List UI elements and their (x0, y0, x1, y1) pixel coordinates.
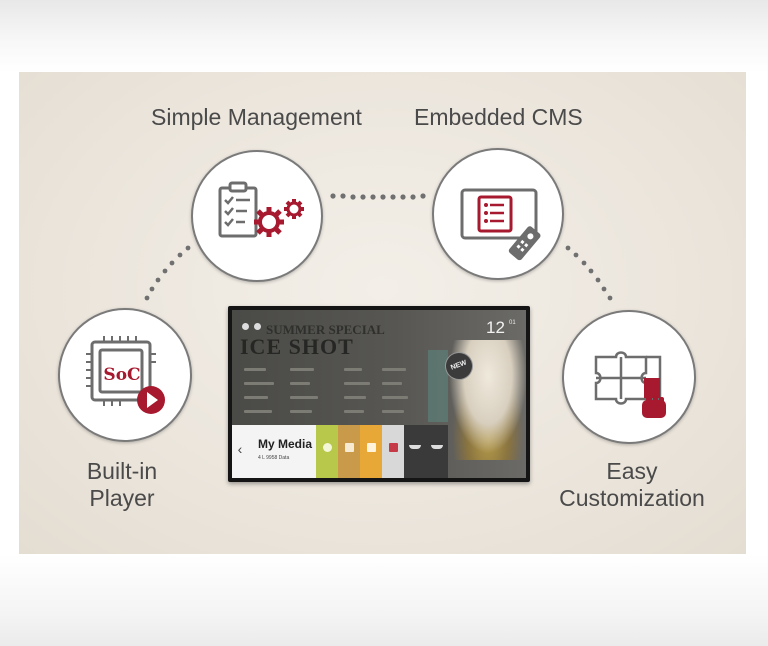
easy-customization-label-line1: Easy (606, 458, 658, 484)
screen-clock-minutes: 01 (509, 320, 516, 326)
input-icon (409, 445, 421, 449)
built-in-player-circle: SoC (58, 308, 192, 442)
back-button[interactable]: ‹ (237, 441, 243, 457)
embedded-cms-circle (432, 148, 564, 280)
promo-title: ICE SHOT (240, 334, 354, 359)
launcher-card-app[interactable] (360, 425, 382, 478)
built-in-player-label: Built-in Player (72, 458, 172, 512)
built-in-player-label-line1: Built-in (86, 458, 158, 484)
app-icon (323, 443, 332, 452)
launcher-bar: ‹ My Media 4 L 9958 Data (232, 425, 526, 478)
signage-display: SUMMER SPECIAL ICE SHOT 12 01 NEW ‹ My M… (228, 306, 530, 482)
simple-management-label: Simple Management (151, 104, 362, 130)
screen-clock: 12 (486, 318, 505, 337)
launcher-subtitle: 4 L 9958 Data (258, 455, 290, 461)
easy-customization-circle (562, 310, 696, 444)
accent-strip (428, 350, 448, 422)
soc-chip-play-icon (86, 336, 165, 414)
launcher-card-my-media[interactable]: ‹ My Media 4 L 9958 Data (232, 425, 316, 478)
launcher-card-input[interactable] (426, 425, 448, 478)
launcher-card-input[interactable] (404, 425, 426, 478)
built-in-player-label-line2: Player (89, 485, 155, 511)
launcher-card-app[interactable] (338, 425, 360, 478)
monitor-remote-icon (460, 188, 541, 261)
screen-control-icon (242, 323, 249, 330)
bottom-band (0, 554, 768, 646)
launcher-card-app[interactable] (316, 425, 338, 478)
display-screen: SUMMER SPECIAL ICE SHOT 12 01 NEW ‹ My M… (232, 310, 526, 478)
app-icon (345, 443, 354, 452)
launcher-card-app[interactable] (382, 425, 404, 478)
checklist-gears-icon (218, 181, 304, 238)
app-icon (367, 443, 376, 452)
soc-label: SoC (103, 365, 141, 385)
app-icon (389, 443, 398, 452)
easy-customization-label-line2: Customization (559, 485, 705, 511)
input-icon (431, 445, 443, 449)
promo-line: SUMMER SPECIAL (266, 322, 385, 337)
easy-customization-label: Easy Customization (552, 458, 712, 512)
puzzle-hand-icon (594, 351, 666, 418)
embedded-cms-label: Embedded CMS (414, 104, 583, 130)
screen-control-icon (254, 323, 261, 330)
simple-management-circle (191, 150, 323, 282)
launcher-title: My Media (258, 437, 313, 451)
